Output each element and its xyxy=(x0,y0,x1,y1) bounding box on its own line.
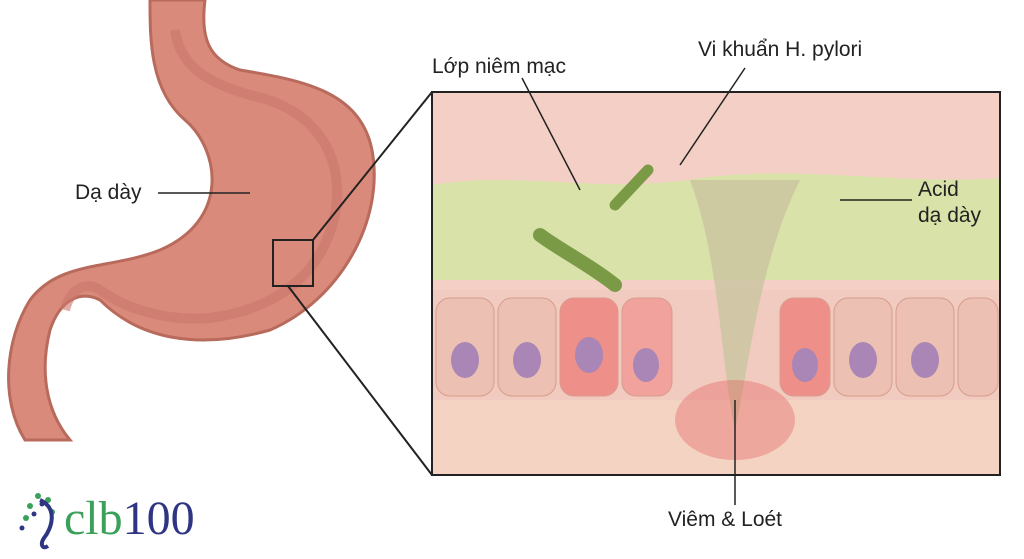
label-mucosa: Lớp niêm mạc xyxy=(432,55,566,78)
stomach-illustration xyxy=(7,0,376,442)
logo-text-clb: clb xyxy=(64,492,123,545)
tree-icon xyxy=(19,493,55,550)
label-ulcer: Viêm & Loét xyxy=(668,508,783,531)
label-stomach: Dạ dày xyxy=(75,181,142,204)
zoom-box xyxy=(272,239,314,287)
label-acid-2: dạ dày xyxy=(918,204,982,227)
label-h-pylori: Vi khuẩn H. pylori xyxy=(698,38,863,61)
clb100-logo: clb100 xyxy=(18,488,198,552)
logo-text-100: 100 xyxy=(122,492,195,545)
label-acid-1: Acid xyxy=(918,178,959,201)
mucosa-detail xyxy=(431,91,1001,476)
